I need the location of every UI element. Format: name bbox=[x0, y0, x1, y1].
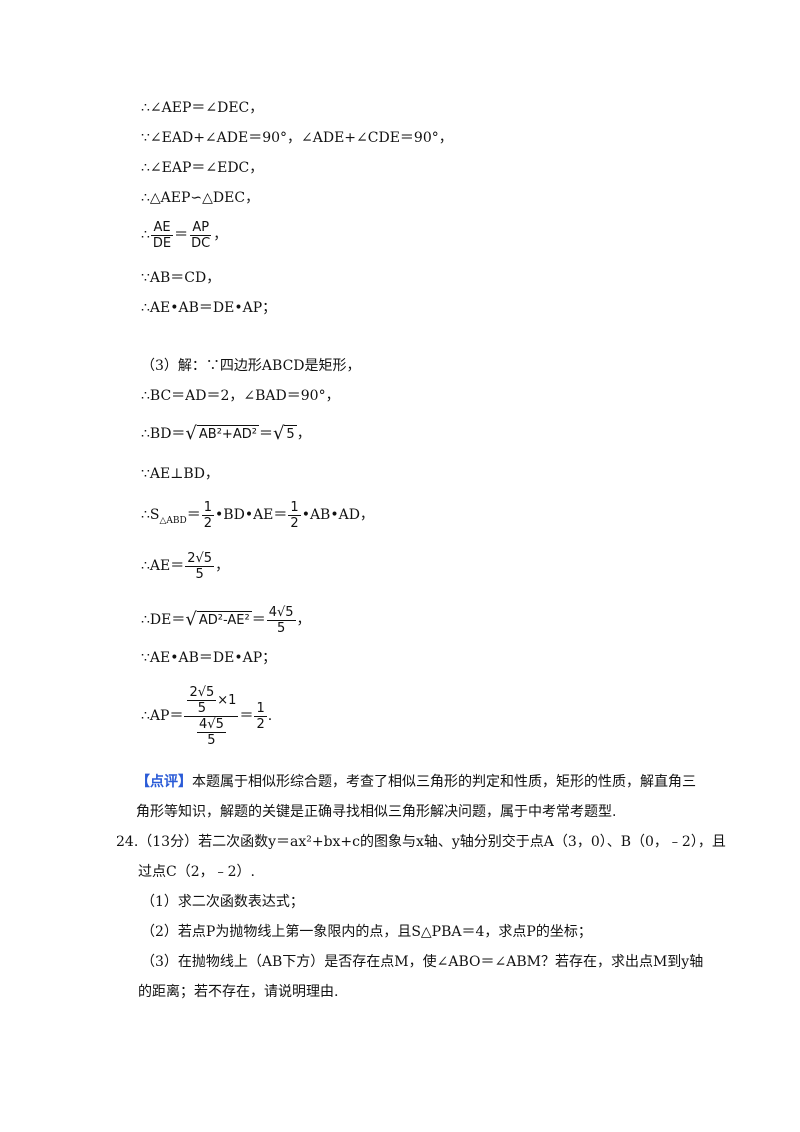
part3-line-2: ∴BC＝AD＝2，∠BAD＝90°， bbox=[141, 388, 340, 404]
proof-line-7: ∴AE•AB＝DE•AP； bbox=[141, 300, 277, 316]
sqrt-5: √5 bbox=[272, 423, 297, 444]
part3-line-8: ∵AE•AB＝DE•AP； bbox=[141, 650, 277, 666]
proof-line-6: ∵AB＝CD， bbox=[141, 270, 221, 286]
q24-line-1: 24.（13分）若二次函数y＝ax²+bx+c的图象与x轴、y轴分别交于点A（3… bbox=[116, 834, 726, 850]
proof-line-3: ∴∠EAP＝∠EDC， bbox=[141, 160, 264, 176]
part3-line-3: ∴BD＝√AB²+AD²＝√5， bbox=[141, 423, 311, 444]
part3-line-4: ∵AE⊥BD， bbox=[141, 466, 219, 482]
comment-tag: 【点评】 bbox=[136, 774, 192, 790]
proof-line-2: ∵∠EAD+∠ADE＝90°，∠ADE+∠CDE＝90°， bbox=[141, 130, 453, 146]
q24-sub-2: （2）若点P为抛物线上第一象限内的点，且S△PBA＝4，求点P的坐标； bbox=[141, 924, 592, 940]
proof-line-1: ∴∠AEP＝∠DEC， bbox=[141, 100, 264, 116]
comment-line-1: 【点评】本题属于相似形综合题，考查了相似三角形的判定和性质，矩形的性质，解直角三 bbox=[136, 774, 696, 790]
sqrt-ab-ad: √AB²+AD² bbox=[185, 423, 259, 444]
part3-line-1: （3）解：∵四边形ABCD是矩形， bbox=[141, 358, 361, 374]
comment-line-2: 角形等知识，解题的关键是正确寻找相似三角形解决问题，属于中考常考题型. bbox=[136, 804, 617, 820]
q24-sub-1: （1）求二次函数表达式； bbox=[141, 894, 304, 910]
sqrt-ad-ae: √AD²-AE² bbox=[185, 609, 252, 630]
q24-sub-4: 的距离；若不存在，请说明理由. bbox=[138, 984, 339, 1000]
proof-line-4: ∴△AEP∽△DEC， bbox=[141, 190, 260, 206]
q24-sub-3: （3）在抛物线上（AB下方）是否存在点M，使∠ABO＝∠ABM？若存在，求出点M… bbox=[141, 954, 704, 970]
q24-line-2: 过点C（2，﹣2）. bbox=[138, 864, 255, 880]
